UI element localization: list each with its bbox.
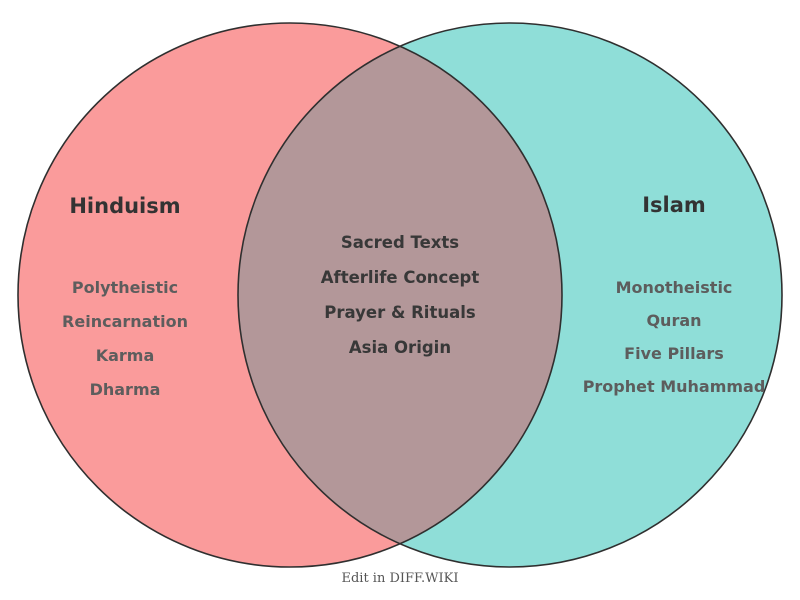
overlap-item: Prayer & Rituals <box>324 303 476 322</box>
left-circle-item: Polytheistic <box>72 278 178 297</box>
right-circle-item: Monotheistic <box>616 278 733 297</box>
right-circle-title: Islam <box>642 193 706 217</box>
right-circle-outline <box>237 22 783 568</box>
right-circle-item: Prophet Muhammad <box>583 377 766 396</box>
left-circle-item: Karma <box>96 346 155 365</box>
overlap-item: Sacred Texts <box>341 233 459 252</box>
watermark-caption: Edit in DIFF.WIKI <box>341 571 458 586</box>
overlap-region-fill <box>238 23 562 567</box>
right-circle-item: Quran <box>646 311 701 330</box>
left-circle-title: Hinduism <box>69 194 180 218</box>
left-circle-item: Dharma <box>90 380 161 399</box>
overlap-item: Asia Origin <box>349 338 451 357</box>
overlap-item: Afterlife Concept <box>321 268 480 287</box>
left-circle-outline <box>17 22 563 568</box>
left-circle-item: Reincarnation <box>62 312 188 331</box>
right-circle-item: Five Pillars <box>624 344 724 363</box>
